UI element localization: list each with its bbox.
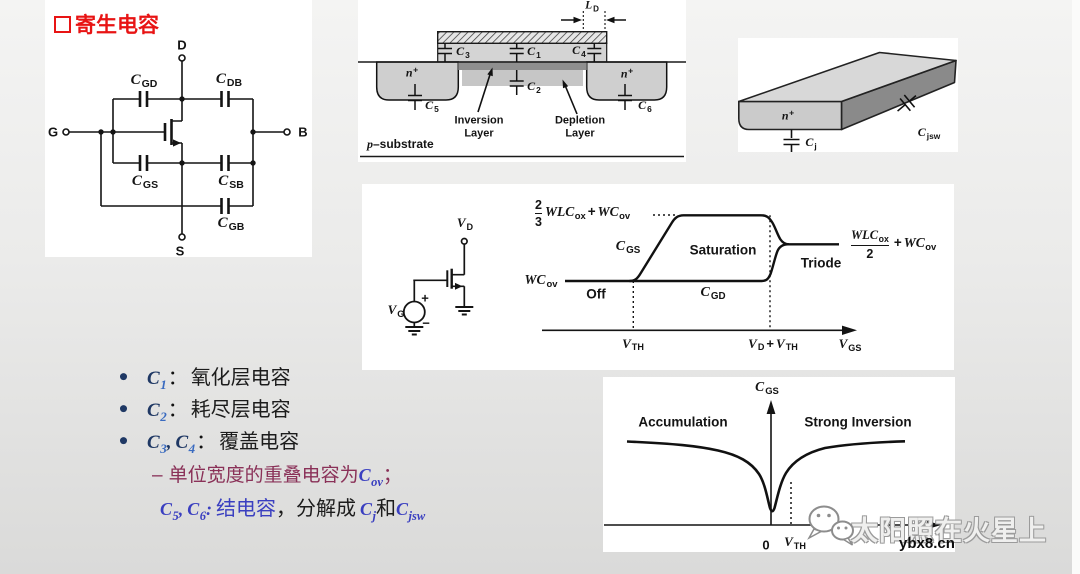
label-p-substrate: p–substrate bbox=[367, 137, 434, 151]
label-c3: C3 bbox=[456, 43, 470, 60]
slide-right-margin bbox=[1072, 0, 1080, 574]
watermark-account-name: 太阳照在火星上 bbox=[851, 516, 1047, 546]
plot-ylabel-cgs: CGS bbox=[755, 378, 779, 397]
label-csb: CSB bbox=[218, 173, 244, 192]
label-cgb: CGB bbox=[217, 215, 245, 234]
cgs-curve bbox=[565, 214, 790, 283]
terminal-b: B bbox=[298, 124, 308, 140]
terminal-s: S bbox=[175, 243, 185, 259]
label-cjsw: Cjsw bbox=[917, 124, 941, 141]
terminal-d: D bbox=[177, 37, 187, 53]
cjsw-cap-symbol bbox=[897, 94, 917, 112]
tick-vth: VTH bbox=[784, 534, 806, 551]
axis-label-vgs: VGS bbox=[838, 336, 862, 353]
note-desc: 覆盖电容 bbox=[219, 431, 300, 454]
cgs-vs-vg-curve bbox=[626, 440, 906, 513]
cross-section-figure bbox=[358, 11, 686, 158]
junction-dots bbox=[98, 96, 256, 166]
note-desc: 耗尽层电容 bbox=[190, 399, 291, 422]
page-title-text: 寄生电容 bbox=[75, 14, 159, 37]
n-plus-source-well bbox=[375, 61, 460, 101]
slab-top-face bbox=[738, 51, 957, 103]
terminal-circles bbox=[62, 54, 291, 241]
bullet-dot-icon bbox=[120, 405, 127, 413]
cj-cap-symbol bbox=[783, 129, 800, 152]
cgd-curve bbox=[629, 243, 789, 283]
label-ld: LD bbox=[585, 0, 599, 14]
cgs-plot-figure bbox=[604, 400, 941, 530]
label-n-plus-left: n+ bbox=[405, 64, 419, 80]
note-desc: 氧化层电容 bbox=[190, 367, 291, 390]
label-cgs: CGS bbox=[131, 173, 159, 192]
square-bullet-icon bbox=[54, 15, 71, 33]
label-region-off: Off bbox=[586, 286, 606, 302]
label-cdb: CDB bbox=[215, 71, 243, 90]
cv-plot-figure bbox=[402, 214, 857, 336]
watermark-site: ybx8.cn bbox=[899, 535, 955, 552]
bias-circuit bbox=[402, 237, 474, 336]
terminal-g: G bbox=[47, 124, 59, 140]
bullet-dot-icon bbox=[120, 437, 127, 445]
label-accumulation: Accumulation bbox=[638, 414, 728, 430]
inversion-layer-region bbox=[458, 62, 587, 70]
bullet-dot-icon bbox=[120, 373, 127, 381]
wires bbox=[69, 61, 284, 234]
slab-front-face bbox=[738, 100, 843, 131]
tick-vd-plus-vth: VD+VTH bbox=[748, 335, 798, 353]
note-sub-overlap: – 单位宽度的重叠电容为 Cov ； bbox=[152, 465, 402, 489]
label-cgd-curve: CGD bbox=[700, 285, 726, 303]
cv-curves bbox=[565, 214, 839, 283]
vg-minus-sign: − bbox=[422, 315, 430, 331]
cap-symbols bbox=[408, 43, 632, 110]
dotted-guides bbox=[632, 214, 771, 330]
ld-dimension bbox=[561, 11, 626, 32]
panel-cgs-plot: CGS Accumulation Strong Inversion 0 VTH bbox=[603, 377, 955, 552]
annotation-arrows bbox=[477, 67, 578, 115]
note-sub-junction: C5 , C6 : 结电容 ，分解成 Cj 和 Cjsw bbox=[160, 498, 426, 523]
label-wcov: WCov bbox=[524, 271, 558, 290]
label-c2: C2 bbox=[527, 78, 541, 95]
mosfet-arrow bbox=[455, 282, 463, 290]
vg-plus-sign: + bbox=[421, 290, 429, 306]
note-item-c2: C2 ： 耗尽层电容 bbox=[120, 393, 291, 425]
label-vd: VD bbox=[456, 215, 474, 232]
label-region-triode: Triode bbox=[800, 255, 842, 271]
note-item-c3-c4: C3 , C4 ： 覆盖电容 bbox=[120, 425, 299, 457]
label-c6: C6 bbox=[638, 97, 652, 114]
label-vg: VG bbox=[387, 302, 405, 319]
tick-vth: VTH bbox=[622, 335, 644, 353]
label-region-saturation: Saturation bbox=[689, 242, 757, 258]
label-n-plus: n+ bbox=[781, 107, 795, 123]
plot-axes bbox=[604, 400, 941, 530]
capacitor-plates bbox=[138, 91, 230, 214]
label-cgd: CGD bbox=[130, 72, 158, 91]
n-plus-drain-well bbox=[585, 61, 668, 101]
page-title: 寄生电容 bbox=[54, 9, 159, 39]
mosfet-arrow bbox=[173, 139, 181, 147]
label-c1: C1 bbox=[527, 43, 541, 60]
label-cgs-curve: CGS bbox=[615, 239, 641, 257]
plot-axes bbox=[542, 325, 857, 335]
label-strong-inversion: Strong Inversion bbox=[804, 414, 912, 430]
label-cj: Cj bbox=[805, 134, 817, 151]
mosfet-symbol bbox=[163, 119, 173, 145]
tick-zero: 0 bbox=[762, 537, 770, 553]
label-c5: C5 bbox=[425, 97, 439, 114]
cap-model-circuit bbox=[62, 54, 291, 241]
label-n-plus-right: n+ bbox=[620, 65, 634, 81]
junction-3d-figure bbox=[738, 51, 957, 152]
label-c4: C4 bbox=[572, 42, 586, 59]
wechat-icon bbox=[807, 505, 854, 546]
panel-cap-model: D G B S CGD CDB CGS CSB CGB bbox=[45, 0, 312, 259]
panel-junction-3d: n+ Cj Cjsw bbox=[738, 38, 958, 152]
note-item-c1: C1 ： 氧化层电容 bbox=[120, 361, 291, 393]
gate-electrode bbox=[436, 31, 608, 45]
